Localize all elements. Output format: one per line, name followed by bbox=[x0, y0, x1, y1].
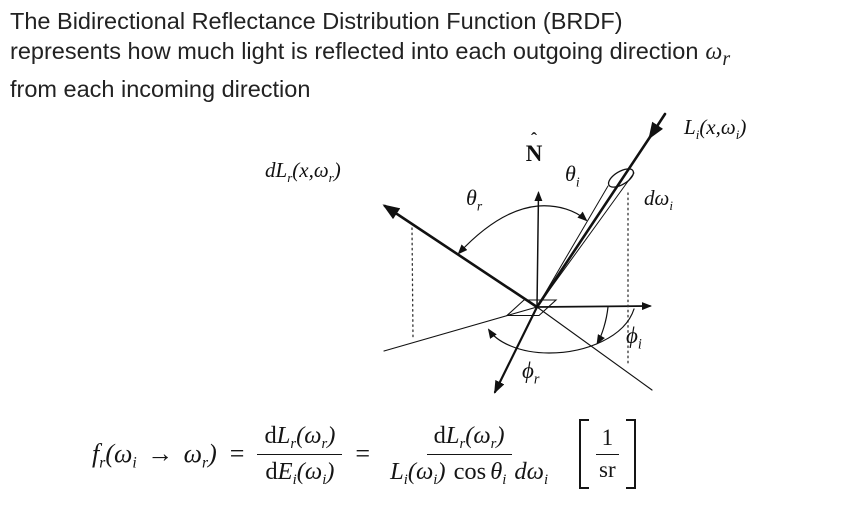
tangent-axis-arrow bbox=[536, 302, 652, 311]
projection-dotted-left bbox=[411, 227, 414, 339]
phi-r-arc bbox=[487, 308, 635, 354]
cone-edge-right bbox=[536, 172, 635, 308]
phi-r-label: ϕr bbox=[522, 358, 540, 388]
hat-accent: ˆ bbox=[531, 129, 537, 149]
brdf-formula: fr(ωi → ωr) = dLr(ωr) dEi(ωi) = dLr(ωr) … bbox=[92, 419, 636, 489]
formula-lhs: fr(ωi → ωr) bbox=[92, 439, 217, 472]
theta-arc bbox=[457, 205, 588, 255]
incident-ray-line bbox=[535, 132, 654, 309]
units-denominator: sr bbox=[599, 457, 616, 482]
units-numerator: 1 bbox=[595, 425, 620, 455]
ground-line-right bbox=[536, 306, 653, 391]
surface-patch bbox=[505, 299, 558, 317]
transmitted-ray-arrow bbox=[493, 305, 539, 394]
incoming-radiance-label: Li(x,ωi) bbox=[684, 115, 747, 143]
title-line-3: from each incoming direction bbox=[10, 75, 311, 102]
right-square-bracket bbox=[625, 419, 636, 489]
title-line-1: The Bidirectional Reflectance Distributi… bbox=[10, 8, 623, 34]
slide-title: The Bidirectional Reflectance Distributi… bbox=[10, 6, 853, 104]
solid-angle-label: dωi bbox=[644, 186, 673, 214]
normal-vector-line bbox=[534, 191, 543, 308]
fraction-radiance-irradiance: dLr(ωr) dEi(ωi) bbox=[257, 421, 343, 489]
equals-sign-2: = bbox=[355, 439, 371, 468]
title-line-2-text: represents how much light is reflected i… bbox=[10, 38, 699, 64]
units-fraction: 1 sr bbox=[593, 425, 622, 483]
units-per-steradian: 1 sr bbox=[579, 419, 636, 489]
theta-i-label: θi bbox=[565, 161, 580, 190]
surface-normal-label: ˆ N bbox=[519, 129, 549, 165]
outgoing-radiance-label: dLr(x,ωr) bbox=[265, 158, 341, 186]
equals-sign-1: = bbox=[229, 439, 245, 468]
cone-edge-left bbox=[536, 185, 609, 308]
ground-line-left bbox=[383, 306, 538, 352]
arrow-symbol: → bbox=[147, 439, 174, 468]
omega-r-inline-math: ωr bbox=[705, 39, 731, 70]
fraction1-numerator: dLr(ωr) bbox=[257, 421, 343, 455]
fraction2-numerator: dLr(ωr) bbox=[426, 421, 512, 455]
phi-i-arc bbox=[596, 306, 609, 345]
left-square-bracket bbox=[579, 419, 590, 489]
cone-ellipse bbox=[607, 168, 635, 188]
theta-r-label: θr bbox=[466, 185, 483, 214]
title-line-2: represents how much light is reflected i… bbox=[10, 36, 853, 74]
phi-i-label: ϕi bbox=[626, 323, 642, 353]
reflected-ray-arrow bbox=[382, 204, 539, 309]
fraction1-denominator: dEi(ωi) bbox=[265, 458, 335, 489]
